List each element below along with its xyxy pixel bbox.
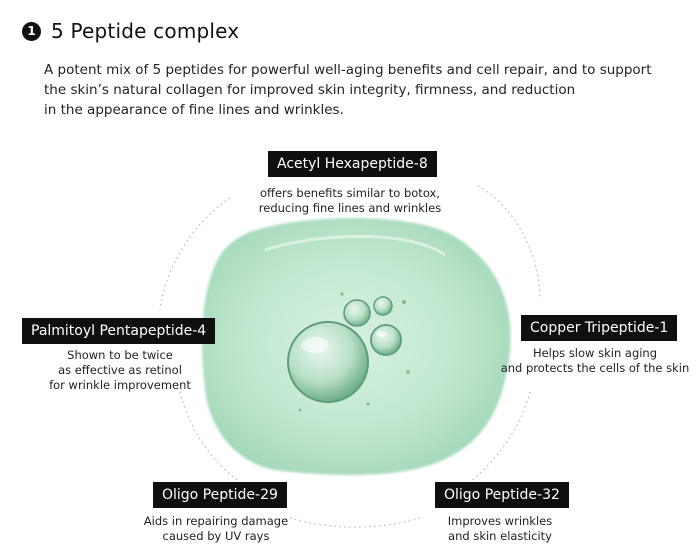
section-title: 5 Peptide complex: [51, 19, 240, 43]
desc-line: caused by UV rays: [162, 529, 270, 543]
peptide-desc-oligo-peptide-32: Improves wrinkles and skin elasticity: [420, 514, 580, 544]
peptide-label-palmitoyl-pentapeptide-4: Palmitoyl Pentapeptide-4: [22, 318, 216, 344]
intro-line: the skin’s natural collagen for improved…: [44, 82, 576, 98]
desc-line: Helps slow skin aging: [532, 346, 658, 360]
peptide-label-acetyl-hexapeptide-8: Acetyl Hexapeptide-8: [268, 151, 437, 177]
section-number-badge: 1: [22, 21, 41, 41]
intro-line: A potent mix of 5 peptides for powerful …: [44, 62, 652, 78]
desc-line: reducing fine lines and wrinkles: [258, 201, 442, 215]
peptide-label-oligo-peptide-32: Oligo Peptide-32: [435, 482, 569, 508]
intro-line: in the appearance of fine lines and wrin…: [44, 102, 344, 118]
desc-line: for wrinkle improvement: [49, 378, 191, 392]
peptide-desc-oligo-peptide-29: Aids in repairing damage caused by UV ra…: [126, 514, 306, 544]
desc-line: Aids in repairing damage: [143, 514, 289, 528]
peptide-label-oligo-peptide-29: Oligo Peptide-29: [153, 482, 287, 508]
orbit-dotted-ring: [159, 185, 541, 528]
peptide-desc-acetyl-hexapeptide-8: offers benefits similar to botox, reduci…: [240, 186, 460, 216]
desc-line: and skin elasticity: [448, 529, 552, 543]
bubble-cluster: [287, 292, 410, 412]
desc-line: offers benefits similar to botox,: [260, 186, 440, 200]
peptide-desc-palmitoyl-pentapeptide-4: Shown to be twice as effective as retino…: [30, 348, 210, 393]
desc-line: as effective as retinol: [58, 363, 182, 377]
peptide-desc-copper-tripeptide-1: Helps slow skin aging and protects the c…: [500, 346, 690, 376]
desc-line: Improves wrinkles: [447, 514, 553, 528]
desc-line: Shown to be twice: [67, 348, 173, 362]
desc-line: and protects the cells of the skin: [500, 361, 690, 375]
peptide-label-copper-tripeptide-1: Copper Tripeptide-1: [521, 315, 678, 341]
intro-paragraph: A potent mix of 5 peptides for powerful …: [44, 60, 664, 120]
section-header: 1 5 Peptide complex: [22, 16, 239, 46]
